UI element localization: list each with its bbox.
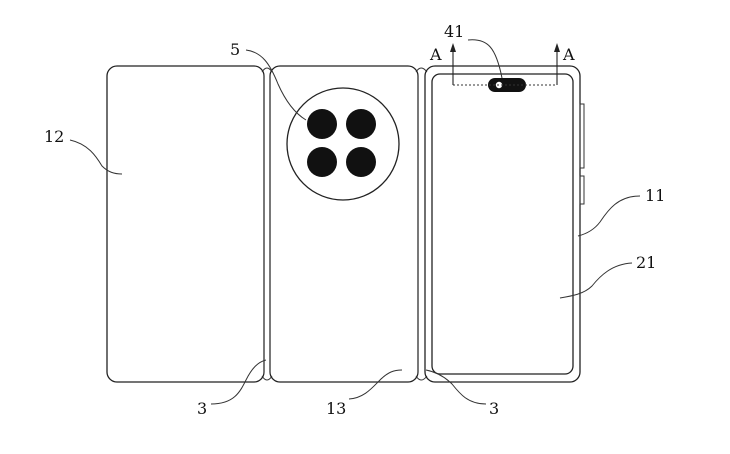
side-button-power (579, 175, 585, 205)
label-13: 13 (326, 399, 346, 418)
camera-lens-1 (307, 109, 337, 139)
screen (431, 73, 574, 375)
middle-panel (269, 65, 419, 383)
label-11: 11 (645, 186, 665, 205)
hinge-left (261, 67, 273, 381)
label-a-right: A (562, 45, 575, 64)
leader-41 (467, 39, 503, 79)
camera-lens-4 (346, 147, 376, 177)
leader-13 (348, 369, 403, 400)
side-button-volume (579, 103, 585, 169)
leader-3-right (425, 369, 487, 405)
label-a-left: A (429, 45, 442, 64)
section-line-a-a (450, 43, 560, 86)
right-panel-housing (424, 65, 581, 383)
label-5: 5 (230, 40, 240, 59)
label-12: 12 (44, 127, 64, 146)
leader-11 (577, 195, 641, 237)
leader-12 (69, 139, 123, 175)
camera-module (286, 87, 400, 201)
left-panel (106, 65, 265, 383)
label-21: 21 (636, 253, 656, 272)
leader-3-left (210, 359, 267, 405)
label-3-right: 3 (489, 399, 499, 418)
leader-5 (245, 49, 307, 121)
camera-lens-3 (307, 147, 337, 177)
label-41: 41 (444, 22, 464, 41)
leader-21 (559, 262, 633, 299)
camera-lens-2 (346, 109, 376, 139)
label-3-left: 3 (197, 399, 207, 418)
